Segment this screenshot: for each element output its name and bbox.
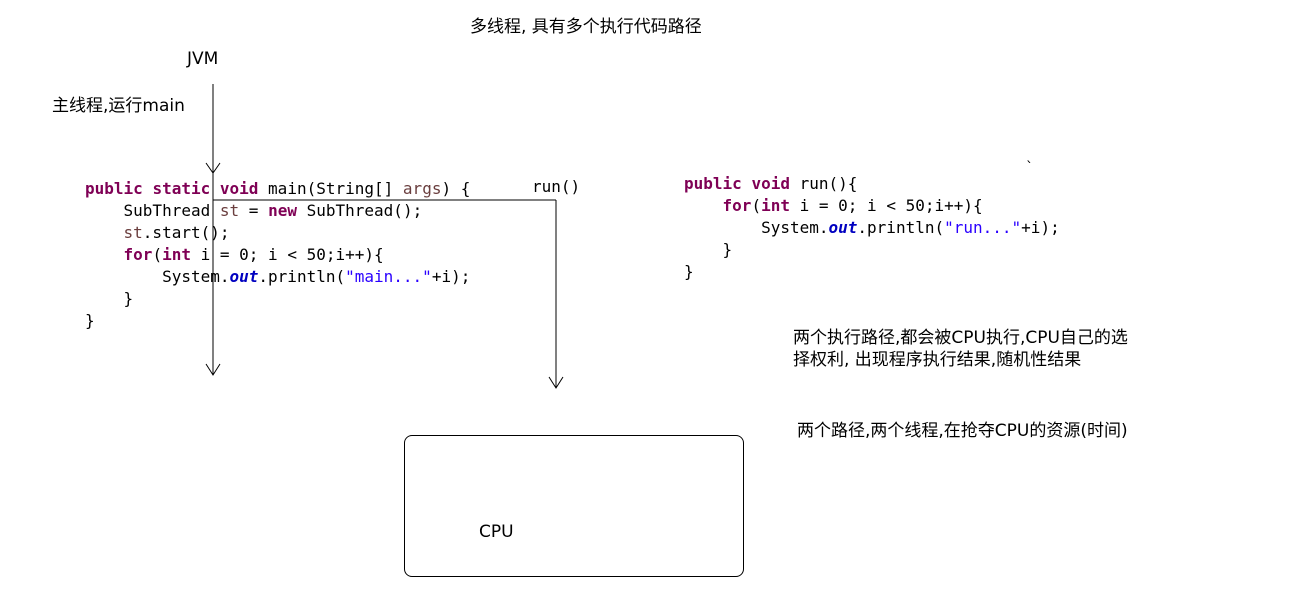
main-method-code: public static void main(String[] args) {… (85, 179, 471, 330)
main-thread-label: 主线程,运行main (52, 96, 185, 116)
stray-tick-mark: ` (1026, 160, 1033, 176)
jvm-label: JVM (187, 49, 219, 69)
cpu-box: CPU (404, 435, 744, 577)
diagram-title: 多线程, 具有多个执行代码路径 (470, 17, 702, 37)
note-execution-paths: 两个执行路径,都会被CPU执行,CPU自己的选择权利, 出现程序执行结果,随机性… (793, 328, 1128, 370)
note-resource-contention: 两个路径,两个线程,在抢夺CPU的资源(时间) (797, 421, 1128, 441)
main-thread-arrowhead-lower (205, 363, 221, 376)
cpu-label: CPU (479, 522, 514, 542)
sub-thread-arrowhead (548, 376, 564, 389)
run-method-code: public void run(){ for(int i = 0; i < 50… (684, 174, 1060, 281)
main-thread-arrowhead-upper (205, 162, 221, 174)
run-call-label: run() (532, 177, 581, 196)
